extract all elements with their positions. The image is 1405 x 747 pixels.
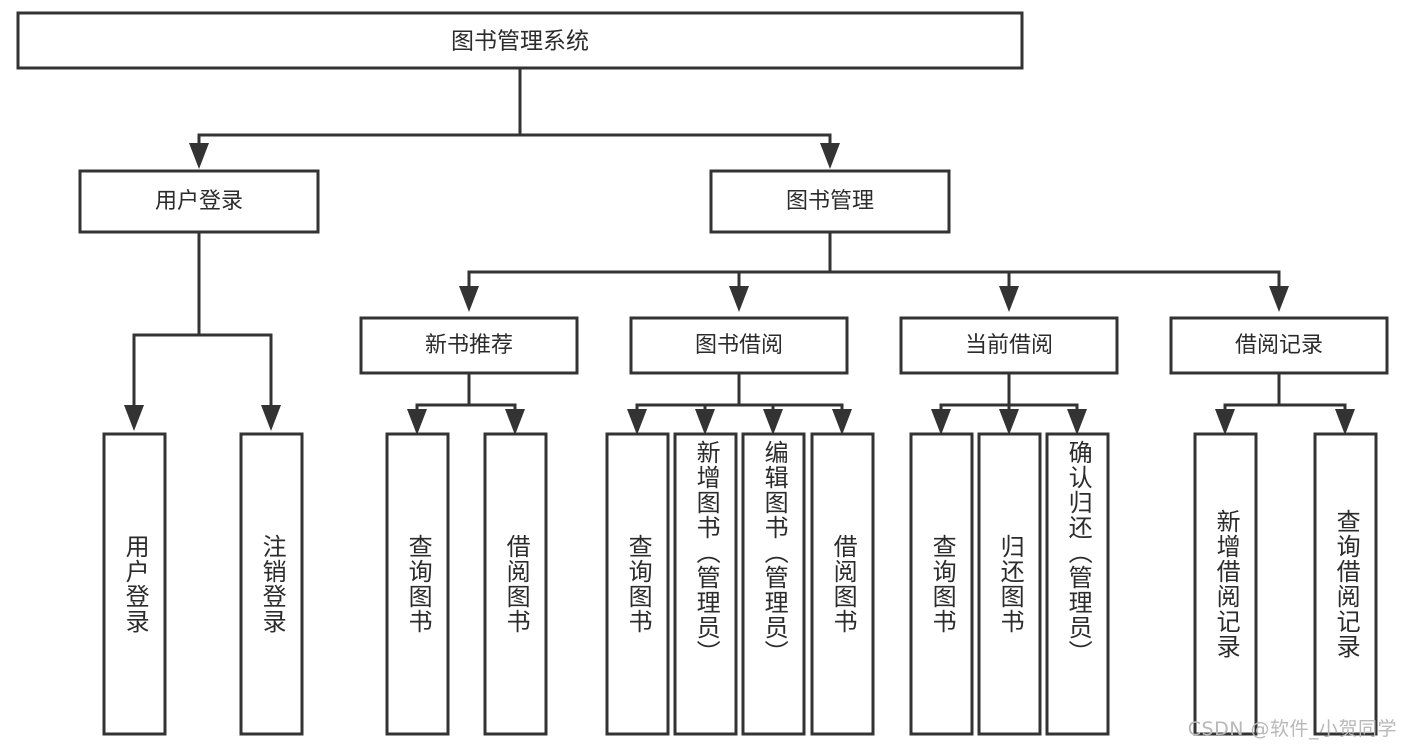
node-leaf-borrow-book-2[interactable] [810,432,875,736]
arrow-to-leaf-user-login [124,405,144,431]
node-leaf-confirm-return[interactable] [1045,432,1110,736]
node-leaf-borrow-book-2-box[interactable] [810,432,875,736]
node-leaf-user-login-box[interactable] [102,432,167,736]
arrow-to-leaf-user-logout [261,405,281,431]
arrow-to-leaf-borrow-book-2 [832,409,852,435]
arrow-to-leaf-query-book-3 [931,409,951,435]
node-leaf-query-book-1[interactable] [385,432,450,736]
node-leaf-query-record-box[interactable] [1313,432,1378,736]
node-root-label: 图书管理系统 [451,29,589,55]
node-book-borrow[interactable]: 图书借阅 [629,316,849,375]
arrow-to-user-login [189,143,209,169]
node-current-borrow-box[interactable] [899,316,1119,375]
arrow-to-new-book-recommend [459,286,479,312]
node-root-box[interactable] [16,11,1024,70]
node-leaf-user-login[interactable] [102,432,167,736]
node-leaf-borrow-book-1-box[interactable] [483,432,548,736]
node-leaf-query-record[interactable] [1313,432,1378,736]
node-new-book-recommend-box[interactable] [359,316,579,375]
arrow-to-current-borrow [999,286,1019,312]
node-current-borrow[interactable]: 当前借阅 [899,316,1119,375]
node-leaf-edit-book[interactable] [741,432,806,736]
node-user-login-box[interactable] [78,169,320,234]
node-borrow-record-box[interactable] [1169,316,1389,375]
node-new-book-recommend-label: 新书推荐 [425,333,513,358]
node-book-manage[interactable]: 图书管理 [709,169,951,234]
node-book-manage-box[interactable] [709,169,951,234]
node-leaf-query-book-3[interactable] [909,432,974,736]
node-leaf-user-logout-box[interactable] [239,432,304,736]
arrow-to-leaf-confirm-return [1067,409,1087,435]
arrow-to-book-borrow [729,286,749,312]
arrow-to-leaf-return-book [999,409,1019,435]
arrow-to-leaf-add-book [695,409,715,435]
node-borrow-record[interactable]: 借阅记录 [1169,316,1389,375]
arrow-to-leaf-add-record [1215,409,1235,435]
node-root[interactable]: 图书管理系统 [16,11,1024,70]
connector-layer [124,66,1355,435]
node-leaf-return-book-box[interactable] [977,432,1042,736]
node-leaf-query-book-2-box[interactable] [605,432,670,736]
node-book-manage-label: 图书管理 [786,189,874,214]
arrow-to-borrow-record [1269,286,1289,312]
arrow-to-leaf-borrow-book-1 [505,409,525,435]
node-user-login-label: 用户登录 [155,189,243,214]
node-book-borrow-label: 图书借阅 [695,333,783,358]
node-leaf-add-book-box[interactable] [673,432,738,736]
node-leaf-query-book-1-box[interactable] [385,432,450,736]
node-new-book-recommend[interactable]: 新书推荐 [359,316,579,375]
arrow-to-book-manage [820,143,840,169]
arrow-to-leaf-query-book-2 [627,409,647,435]
node-leaf-add-record[interactable] [1193,432,1258,736]
node-leaf-edit-book-box[interactable] [741,432,806,736]
node-leaf-query-book-2[interactable] [605,432,670,736]
arrow-to-leaf-edit-book [763,409,783,435]
arrow-to-leaf-query-record [1335,409,1355,435]
node-leaf-query-book-3-box[interactable] [909,432,974,736]
node-leaf-user-logout[interactable] [239,432,304,736]
node-current-borrow-label: 当前借阅 [965,333,1053,358]
node-leaf-borrow-book-1[interactable] [483,432,548,736]
node-leaf-return-book[interactable] [977,432,1042,736]
node-layer: 图书管理系统 用户登录 图书管理 新书推荐 图书借阅 [16,11,1389,736]
node-borrow-record-label: 借阅记录 [1235,333,1323,358]
node-book-borrow-box[interactable] [629,316,849,375]
node-leaf-add-book[interactable] [673,432,738,736]
arrow-to-leaf-query-book-1 [407,409,427,435]
node-leaf-confirm-return-box[interactable] [1045,432,1110,736]
node-leaf-add-record-box[interactable] [1193,432,1258,736]
node-user-login[interactable]: 用户登录 [78,169,320,234]
